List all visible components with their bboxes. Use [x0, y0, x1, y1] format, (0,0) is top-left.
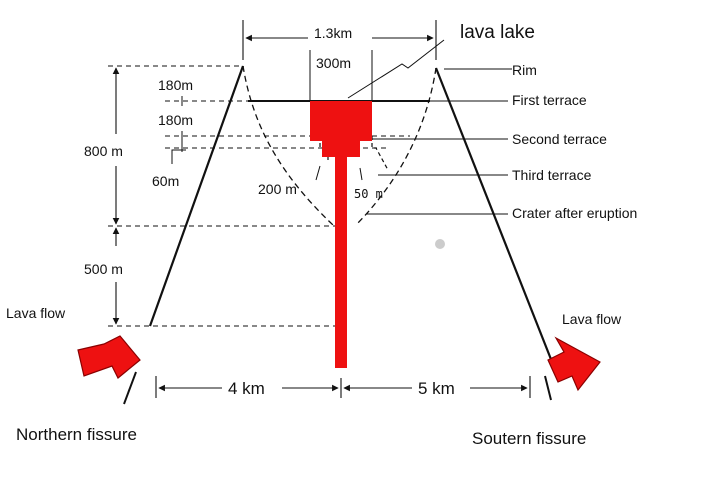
width-top-label: 1.3km — [314, 25, 352, 41]
depth-180-a-label: 180m — [158, 77, 193, 93]
depth-60-label: 60m — [152, 173, 179, 189]
width-50-label: 50 m — [354, 187, 383, 201]
width-200-pointer — [315, 165, 321, 181]
height-800-label: 800 m — [84, 143, 123, 159]
rim-label: Rim — [512, 62, 537, 78]
third-terrace-label: Third terrace — [512, 167, 592, 183]
crater-outline-right — [355, 67, 437, 226]
depth-180-b-label: 180m — [158, 112, 193, 128]
northern-fissure-label: Northern fissure — [16, 425, 137, 444]
crater-outline-left — [242, 65, 334, 226]
lava-lake-label: lava lake — [460, 22, 535, 43]
lava-flow-right-arrow — [547, 336, 601, 392]
depth-60-bracket — [171, 149, 186, 164]
left-slope — [148, 65, 245, 327]
height-500-label: 500 m — [84, 261, 123, 277]
lava-lake-pointer — [347, 39, 445, 99]
dist-4-label: 4 km — [228, 379, 265, 398]
lava-flow-left-arrow — [77, 335, 141, 379]
lava-lake — [310, 101, 372, 141]
grey-dot — [435, 239, 445, 249]
width-50-pointer — [359, 167, 363, 181]
lava-flow-left-label: Lava flow — [6, 305, 66, 321]
crater-after-label: Crater after eruption — [512, 205, 637, 221]
lava-lake-lower — [322, 141, 360, 157]
northern-fissure-mark — [123, 371, 137, 405]
lava-conduit — [335, 157, 347, 368]
southern-fissure-mark — [544, 375, 552, 401]
dist-5-label: 5 km — [418, 379, 455, 398]
lake-width-label: 300m — [316, 55, 351, 71]
first-terrace-label: First terrace — [512, 92, 587, 108]
right-terrace-ledge — [371, 136, 389, 171]
right-slope — [434, 67, 558, 373]
southern-fissure-label: Soutern fissure — [472, 429, 586, 448]
lava-flow-right-label: Lava flow — [562, 311, 622, 327]
width-200-label: 200 m — [258, 181, 297, 197]
second-terrace-label: Second terrace — [512, 131, 607, 147]
